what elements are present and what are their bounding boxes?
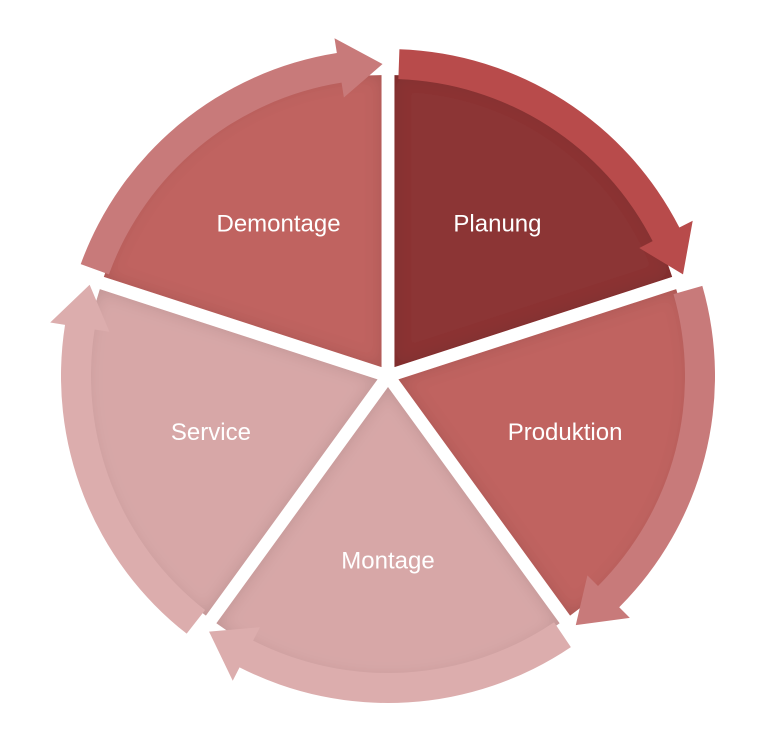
label-demontage: Demontage bbox=[217, 211, 341, 238]
arrow-produktion bbox=[575, 285, 715, 626]
wedge-montage bbox=[216, 387, 560, 679]
wedge-service bbox=[85, 289, 378, 616]
wedge-demontage bbox=[103, 75, 382, 368]
arrow-montage bbox=[209, 622, 571, 703]
arrow-planung bbox=[398, 49, 693, 275]
arrow-service bbox=[50, 284, 206, 634]
label-produktion: Produktion bbox=[508, 419, 623, 446]
arrow-demontage bbox=[80, 38, 383, 275]
label-montage: Montage bbox=[341, 548, 434, 575]
wedge-produktion bbox=[398, 289, 691, 616]
wedge-planung bbox=[394, 75, 673, 368]
label-service: Service bbox=[171, 419, 251, 446]
label-planung: Planung bbox=[453, 211, 541, 238]
